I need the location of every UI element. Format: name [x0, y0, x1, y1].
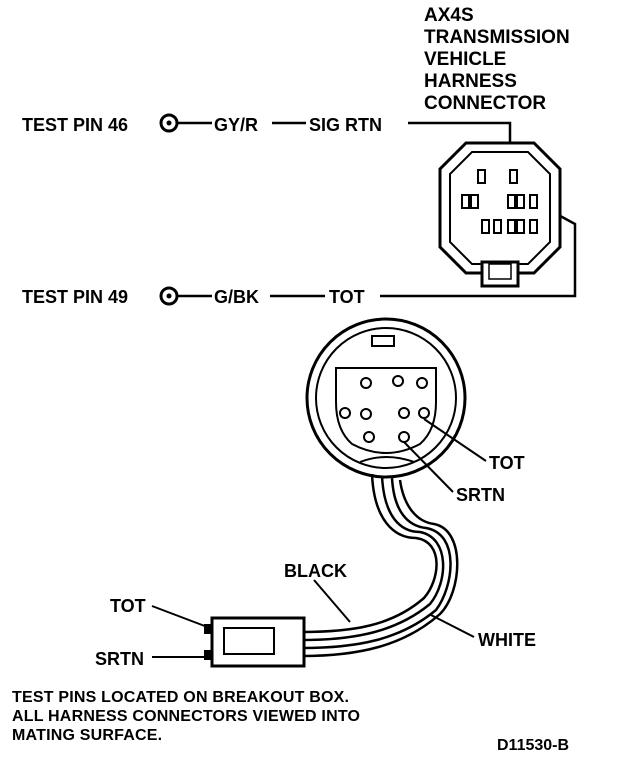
- test-pin-46-label: TEST PIN 46: [22, 115, 128, 135]
- connector-pins: [339, 375, 430, 443]
- callout-line: [313, 579, 351, 623]
- wire-white-label: WHITE: [478, 630, 536, 650]
- plug-srtn-label: SRTN: [95, 649, 144, 669]
- wire-color-gy-r: GY/R: [214, 115, 258, 135]
- round-connector-tot-label: TOT: [489, 453, 525, 473]
- connector-title: AX4S TRANSMISSION VEHICLE HARNESS CONNEC…: [424, 5, 570, 114]
- test-pin-49-label: TEST PIN 49: [22, 287, 128, 307]
- signal-tot: TOT: [329, 287, 365, 307]
- callout-line: [403, 441, 454, 493]
- footnote: TEST PINS LOCATED ON BREAKOUT BOX. ALL H…: [12, 688, 492, 745]
- circuit-49: TEST PIN 49 G/BK TOT: [22, 203, 577, 307]
- test-pin-46-icon: [159, 113, 179, 133]
- test-pin-49-icon: [159, 286, 179, 306]
- wire-black-label: BLACK: [284, 561, 347, 581]
- connector-title-line: VEHICLE: [424, 49, 506, 70]
- harness-connector-icon: [438, 141, 562, 288]
- footnote-line: ALL HARNESS CONNECTORS VIEWED INTO: [12, 708, 361, 725]
- harness-pigtail: [301, 473, 459, 658]
- connector-title-line: AX4S: [424, 5, 474, 26]
- wire-color-g-bk: G/BK: [214, 287, 259, 307]
- plug-connector-icon: [204, 616, 306, 668]
- footnote-line: MATING SURFACE.: [12, 727, 163, 744]
- connector-title-line: TRANSMISSION: [424, 27, 570, 48]
- figure-id: D11530-B: [497, 737, 569, 754]
- round-connector-srtn-label: SRTN: [456, 485, 505, 505]
- plug-tot-label: TOT: [110, 596, 146, 616]
- callout-line: [430, 614, 475, 638]
- connector-title-line: HARNESS: [424, 71, 517, 92]
- signal-sig-rtn: SIG RTN: [309, 115, 382, 135]
- connector-title-line: CONNECTOR: [424, 93, 546, 114]
- callout-line: [423, 418, 487, 462]
- round-connector-icon: [305, 317, 467, 479]
- footnote-line: TEST PINS LOCATED ON BREAKOUT BOX.: [12, 689, 350, 706]
- callout-line: [151, 605, 211, 629]
- connector-pins: [461, 169, 538, 234]
- circuit-46: TEST PIN 46 GY/R SIG RTN: [22, 113, 512, 172]
